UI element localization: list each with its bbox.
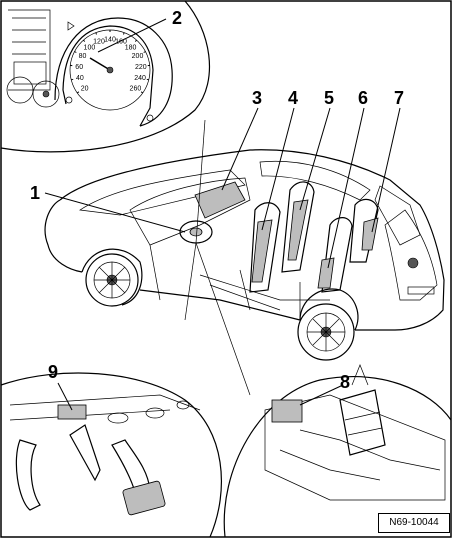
- leader-1: [44, 192, 186, 233]
- speedometer-number: 120: [93, 39, 105, 46]
- seatbelt-tensioner-front: [287, 199, 309, 261]
- speedometer-number: 20: [81, 85, 89, 92]
- speedometer-number: 220: [135, 64, 147, 71]
- temperature-gauge: [32, 80, 60, 108]
- rear-seat-right: [349, 198, 379, 263]
- speedometer-tick: [95, 32, 97, 35]
- brake-pedal-pad: [122, 480, 166, 516]
- leader-9: [57, 382, 73, 411]
- leader-6: [327, 107, 365, 269]
- callout-7: 7: [394, 88, 404, 108]
- speedometer-tick: [74, 51, 77, 53]
- head-airbag-module: [361, 217, 379, 251]
- side-airbag-front: [251, 219, 273, 283]
- callout-3: 3: [252, 88, 262, 108]
- license-plate: [407, 286, 435, 295]
- cluster-display: [13, 61, 47, 85]
- speedometer-tick: [76, 91, 80, 94]
- leader-3: [221, 107, 259, 191]
- rear-seat-left: [321, 217, 353, 293]
- rear-badge-icon: [407, 257, 419, 269]
- speedometer-number: 240: [134, 75, 146, 82]
- callout-1: 1: [30, 183, 40, 203]
- callout-labels: 1 2 3 4 5 6 7 8 9: [30, 8, 404, 392]
- fuel-gauge: [6, 76, 34, 104]
- leader-8: [299, 384, 344, 406]
- speedometer-number: 200: [132, 53, 144, 60]
- speedometer-number: 260: [130, 85, 142, 92]
- front-wheel: [85, 253, 139, 307]
- warning-lamp-icon: [67, 21, 75, 31]
- speedometer-tick: [83, 39, 86, 42]
- clutch-pedal-lever: [15, 439, 41, 511]
- needle-hub-icon: [106, 66, 114, 74]
- driver-seat: [249, 202, 281, 293]
- speedometer-number: 140: [104, 37, 116, 44]
- rear-wheel: [297, 303, 355, 361]
- airbag-control-unit: [271, 399, 303, 423]
- leader-lines: [44, 18, 401, 411]
- callout-6: 6: [358, 88, 368, 108]
- speedometer-number: 160: [115, 39, 127, 46]
- figure-reference-code: N69-10044: [378, 513, 450, 533]
- trip-reset-knob-icon: [65, 96, 73, 104]
- speedometer-number: 60: [75, 64, 83, 71]
- speedometer-needle: [89, 57, 111, 71]
- speedometer-number: 40: [76, 75, 84, 82]
- speedometer-tick: [146, 78, 149, 81]
- callout-8: 8: [340, 372, 350, 392]
- callout-9: 9: [48, 362, 58, 382]
- brake-light-switch: [57, 404, 87, 420]
- driver-airbag: [189, 227, 203, 237]
- speedometer-number: 180: [125, 44, 137, 51]
- leader-7: [371, 107, 401, 233]
- callout-5: 5: [324, 88, 334, 108]
- speedometer-number: 100: [84, 44, 96, 51]
- speedometer-number: 80: [79, 53, 87, 60]
- clock-knob-icon: [146, 114, 154, 122]
- rear-side-airbag: [317, 257, 335, 289]
- leader-4: [261, 107, 295, 231]
- callout-4: 4: [288, 88, 298, 108]
- gauge-needle-hub-icon: [42, 90, 50, 98]
- console-detail: [223, 364, 452, 538]
- pedal-detail: [0, 372, 223, 538]
- vehicle-cutaway: [44, 149, 445, 361]
- passenger-airbag: [194, 181, 246, 219]
- speedometer-tick: [123, 32, 125, 35]
- speedometer-tick: [140, 91, 144, 94]
- callout-2: 2: [172, 8, 182, 28]
- speedometer-tick: [143, 51, 146, 53]
- leader-2: [97, 18, 167, 53]
- leader-5: [299, 107, 331, 211]
- speedometer-tick: [134, 39, 137, 42]
- speedometer-tick: [71, 78, 74, 81]
- passenger-seat: [281, 181, 315, 273]
